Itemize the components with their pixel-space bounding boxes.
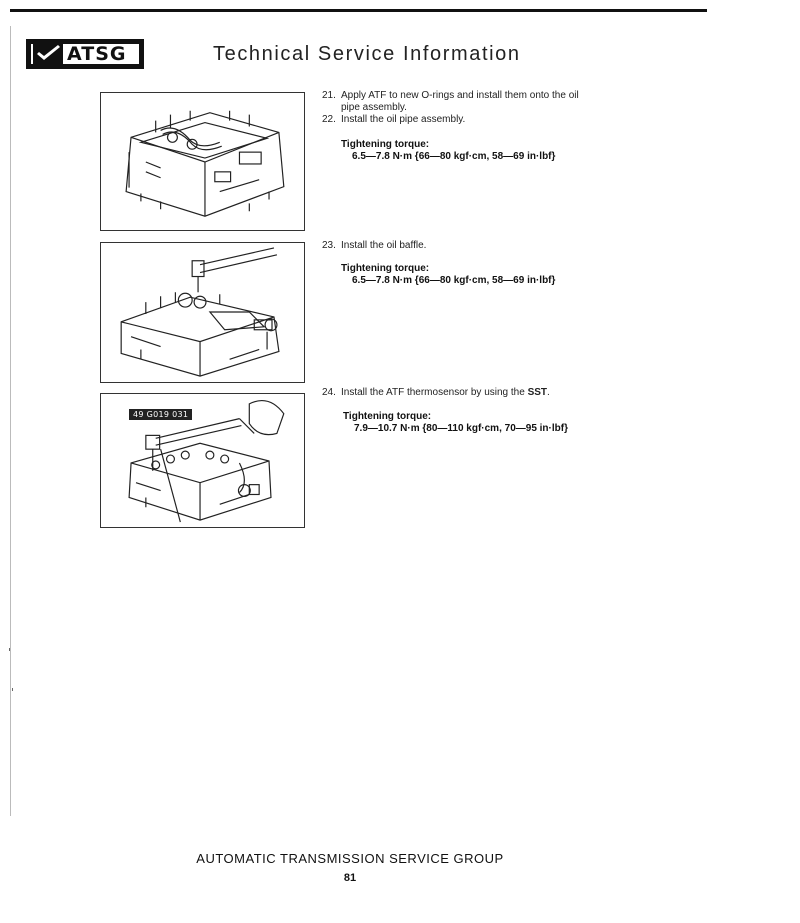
step-22: 22. Install the oil pipe assembly.: [322, 114, 632, 126]
figure-oil-pipe-assembly: [100, 92, 305, 231]
step-text: Apply ATF to new O-rings and install the…: [341, 90, 579, 101]
valve-body-illustration-1: [125, 110, 285, 217]
figure-atf-thermosensor: 49 G019 031: [100, 393, 305, 528]
sst-part-number-label: 49 G019 031: [129, 409, 193, 420]
torque-value: 6.5—7.8 N·m {66—80 kgf·cm, 58—69 in·lbf}: [352, 151, 556, 162]
step-number: 21.: [322, 90, 336, 101]
footer-title: AUTOMATIC TRANSMISSION SERVICE GROUP: [196, 851, 504, 866]
torque-spec-2: Tightening torque: 6.5—7.8 N·m {66—80 kg…: [341, 263, 555, 287]
torque-label: Tightening torque:: [343, 411, 432, 422]
logo-inner: ATSG: [30, 43, 140, 65]
torque-value: 6.5—7.8 N·m {66—80 kgf·cm, 58—69 in·lbf}: [352, 275, 556, 286]
torque-value: 7.9—10.7 N·m {80—110 kgf·cm, 70—95 in·lb…: [354, 423, 568, 434]
step-text-end: .: [547, 387, 550, 398]
scan-speck: [12, 688, 13, 691]
step-text: Install the ATF thermosensor by using th…: [341, 387, 528, 398]
step-number: 23.: [322, 240, 336, 251]
valve-body-illustration-3: [128, 400, 285, 523]
page-number: 81: [343, 872, 357, 884]
torque-spec-1: Tightening torque: 6.5—7.8 N·m {66—80 kg…: [341, 139, 555, 163]
logo-text: ATSG: [67, 43, 127, 65]
figure-oil-baffle: [100, 242, 305, 383]
torque-spec-3: Tightening torque: 7.9—10.7 N·m {80—110 …: [343, 411, 568, 435]
step-number: 24.: [322, 387, 336, 398]
step-number: 22.: [322, 114, 336, 125]
step-24: 24. Install the ATF thermosensor by using…: [322, 387, 632, 399]
step-text: Install the oil pipe assembly.: [341, 114, 466, 125]
sst-emphasis: SST: [527, 387, 548, 398]
step-23: 23. Install the oil baffle.: [322, 240, 632, 252]
atsg-logo: ATSG: [26, 39, 144, 69]
valve-body-illustration-2: [120, 247, 280, 377]
step-21: 21. Apply ATF to new O-rings and install …: [322, 90, 632, 114]
step-text-continued: pipe assembly.: [341, 102, 407, 113]
logo-checkmark-icon: [33, 44, 63, 64]
top-rule: [10, 9, 707, 12]
torque-label: Tightening torque:: [341, 139, 430, 150]
page-title: Technical Service Information: [213, 43, 521, 65]
scan-speck: [9, 648, 10, 651]
torque-label: Tightening torque:: [341, 263, 430, 274]
left-margin-rule: [10, 26, 11, 816]
step-text: Install the oil baffle.: [341, 240, 427, 251]
